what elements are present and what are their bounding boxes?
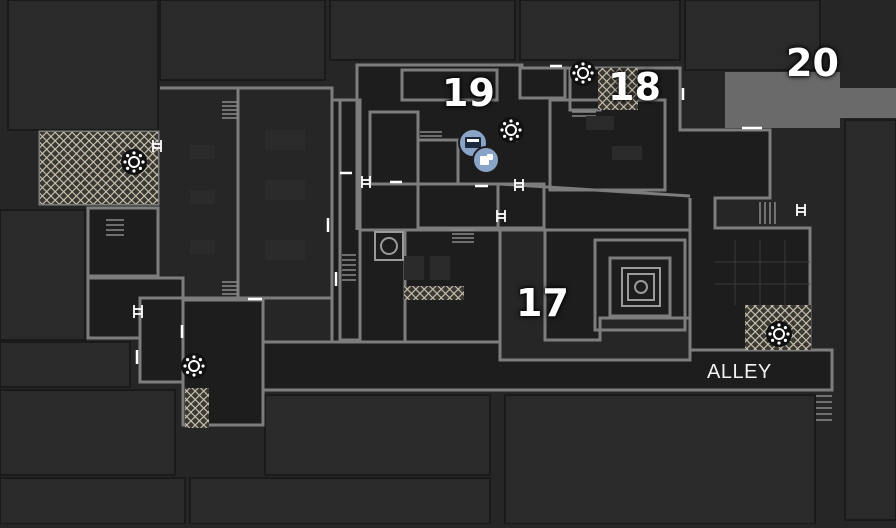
- furniture: [190, 116, 642, 280]
- street-label-alley: ALLEY: [707, 361, 772, 383]
- area-label-18: 18: [608, 65, 661, 109]
- area-label-17: 17: [516, 281, 569, 325]
- ladder-icon[interactable]: [133, 140, 806, 318]
- sun-icon[interactable]: [121, 60, 792, 379]
- stairs: [106, 101, 832, 421]
- item-box-icon[interactable]: [472, 146, 500, 174]
- grid-room: [715, 240, 810, 305]
- road-20: [725, 72, 896, 128]
- pedestal: [374, 231, 661, 307]
- area-label-19: 19: [442, 71, 495, 115]
- interior-walls: [160, 66, 692, 344]
- area-label-20: 20: [786, 41, 839, 85]
